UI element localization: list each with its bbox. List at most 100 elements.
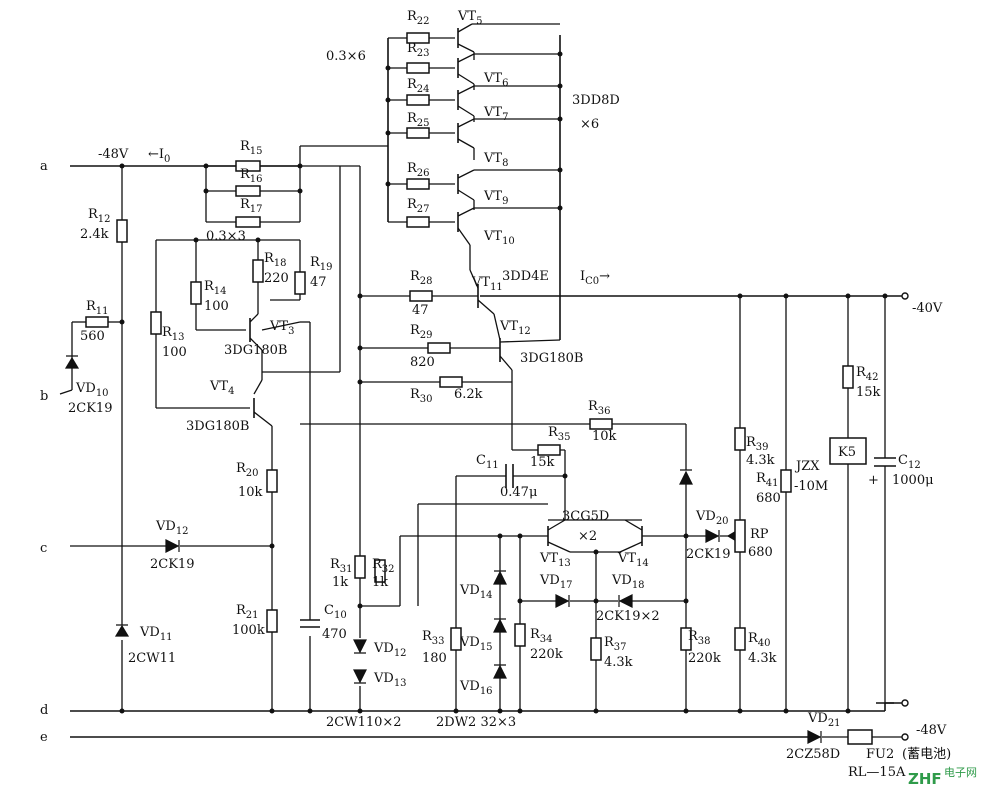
r12 [116, 219, 128, 243]
r41-value: 680 [756, 491, 781, 506]
battery-voltage-label: -48V [916, 723, 947, 738]
diff-pair-type: 3CG5D [562, 509, 609, 524]
r40 [734, 627, 746, 651]
c12-polarity: + [868, 473, 879, 488]
terminal-c: c [40, 541, 47, 556]
rp-label: RP [750, 527, 769, 542]
input-voltage-label: -48V [98, 147, 129, 162]
r32 [374, 559, 386, 583]
r25-label: R25 [407, 111, 430, 129]
vt5-label: VT5 [457, 9, 482, 27]
vt11-label: VT11 [471, 275, 503, 293]
r41-label: R41 [756, 471, 779, 489]
c11-value: 0.47μ [500, 485, 537, 500]
r18-label: R18 [264, 251, 287, 269]
vt6-label: VT6 [483, 71, 508, 89]
r30-value: 6.2k [454, 387, 483, 402]
r35-value: 15k [530, 455, 555, 470]
r20-label: R20 [236, 461, 259, 479]
r29-value: 820 [410, 355, 435, 370]
r13-label: R13 [162, 325, 185, 343]
rp [734, 519, 746, 553]
r12-label: R12 [88, 207, 111, 225]
terminal-a: a [40, 159, 48, 174]
r36-diode [679, 469, 693, 485]
divider-branch [726, 293, 743, 714]
vd21-label: VD21 [807, 711, 841, 729]
r39-value: 4.3k [746, 453, 775, 468]
relay-label: K5 [838, 445, 856, 460]
vd13-label: VD13 [373, 671, 407, 689]
diff-pair-count: ×2 [578, 529, 597, 544]
vd17-label: VD17 [539, 573, 573, 591]
meter-name: JZX [794, 459, 820, 474]
r30-label: R30 [410, 387, 433, 405]
r34 [514, 623, 526, 647]
vd14-label: VD14 [459, 583, 493, 601]
vd21-type: 2CZ58D [786, 747, 840, 762]
vd14 [493, 570, 507, 585]
ref-branch [357, 503, 548, 714]
c12-label: C12 [898, 453, 921, 471]
meter-branch [783, 293, 789, 714]
r11 [85, 316, 109, 328]
r36 [589, 418, 613, 430]
c11 [453, 450, 568, 714]
meter-value: -10M [794, 479, 828, 494]
r36-label: R36 [588, 399, 611, 417]
r14-label: R14 [204, 279, 227, 297]
zener-triple-type: 2DW2 32×3 [436, 715, 516, 730]
r15 [235, 160, 261, 172]
vd13 [353, 669, 367, 684]
r39-label: R39 [746, 435, 769, 453]
r11-label: R11 [86, 299, 109, 317]
r26-label: R26 [407, 161, 430, 179]
vd20 [705, 529, 720, 543]
output-voltage-label: -40V [912, 301, 943, 316]
r31-label: R31 [330, 557, 353, 575]
r33 [450, 627, 462, 651]
r42-label: R42 [856, 365, 879, 383]
vd18-label: VD18 [611, 573, 645, 591]
c12 [874, 293, 896, 704]
r16 [235, 185, 261, 197]
r13 [150, 311, 162, 335]
vd15-label: VD15 [459, 635, 493, 653]
r21-value: 100k [232, 623, 265, 638]
vd12b [353, 639, 367, 654]
r15-label: R15 [240, 139, 263, 157]
r41 [780, 469, 792, 493]
pass-transistor-type: 3DD8D [572, 93, 620, 108]
zener-pair-type: 2CW110×2 [326, 715, 402, 730]
vd11 [114, 624, 130, 637]
r35 [537, 444, 561, 456]
r28-label: R28 [410, 269, 433, 287]
ground-terminal [901, 699, 909, 707]
r20 [266, 469, 278, 493]
r37-label: R37 [604, 635, 627, 653]
watermark-text: 电子网 [944, 766, 977, 779]
c10 [300, 619, 320, 628]
rp-value: 680 [748, 545, 773, 560]
rail-d [70, 702, 905, 712]
sense-resistor-value: 0.3×3 [206, 229, 246, 244]
vd21 [807, 730, 822, 744]
vd10-label: VD10 [75, 381, 109, 399]
vd20-label: VD20 [695, 509, 729, 527]
r34-value: 220k [530, 647, 563, 662]
r27-label: R27 [407, 197, 430, 215]
pass-transistor-count: ×6 [580, 117, 599, 132]
r16-label: R16 [240, 167, 263, 185]
r40-label: R40 [748, 631, 771, 649]
r24-label: R24 [407, 77, 430, 95]
r29-label: R29 [410, 323, 433, 341]
r31-value: 1k [332, 575, 348, 590]
r19-label: R19 [310, 255, 333, 273]
r12-value: 2.4k [80, 227, 109, 242]
r40-value: 4.3k [748, 651, 777, 666]
r22-label: R22 [407, 9, 430, 27]
c11-label: C11 [476, 453, 499, 471]
vd12b-label: VD12 [373, 641, 407, 659]
r38-label: R38 [688, 629, 711, 647]
